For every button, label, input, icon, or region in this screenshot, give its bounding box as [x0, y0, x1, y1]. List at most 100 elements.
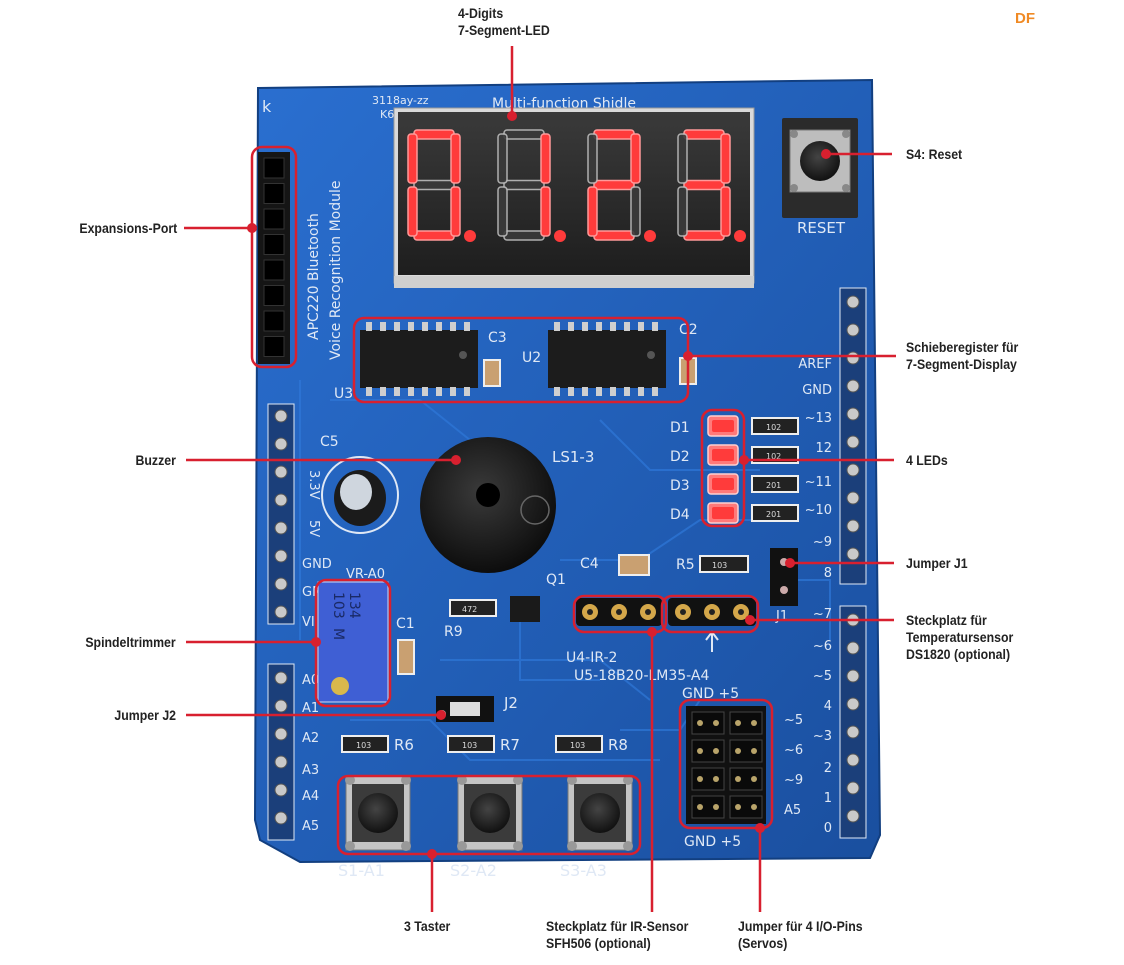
right-pin-label: ~3 — [813, 729, 832, 744]
pin — [846, 725, 860, 739]
expansion-port-header — [258, 152, 290, 364]
left-pin-label: A2 — [302, 731, 319, 746]
chip-pin — [450, 387, 456, 396]
chip-pin — [638, 387, 644, 396]
pin — [274, 605, 288, 619]
chip-pin — [652, 387, 658, 396]
label-jumper-j1: Jumper J1 — [906, 555, 968, 571]
resistor-code: 103 — [570, 741, 585, 750]
transistor-q1: Q1 472 R9 — [444, 572, 566, 640]
segment — [503, 230, 545, 241]
pin — [274, 521, 288, 535]
led-core — [712, 478, 734, 490]
svg-text:R9: R9 — [444, 624, 463, 640]
left-pin-label: 5V — [306, 520, 321, 537]
button-pin — [457, 841, 467, 851]
header-strip — [267, 403, 295, 625]
left-pin-label: GND — [302, 557, 332, 572]
pin — [846, 669, 860, 683]
resistor-code: 201 — [766, 481, 781, 490]
header-socket — [263, 285, 285, 306]
silk-module1: APC220 Bluetooth — [306, 213, 322, 340]
servo-jumper-block — [686, 706, 766, 824]
decimal-point — [464, 230, 476, 242]
pin — [846, 753, 860, 767]
right-pin-label: ~11 — [805, 475, 832, 490]
segment — [407, 186, 418, 237]
jumper-pin — [713, 804, 719, 810]
segment — [683, 230, 725, 241]
chip-pin — [380, 387, 386, 396]
button-label: S3-A3 — [560, 861, 607, 880]
resistor — [751, 504, 799, 522]
pin — [274, 783, 288, 797]
segment — [720, 133, 731, 184]
pin — [846, 295, 860, 309]
led-label: D4 — [670, 507, 690, 523]
pin — [846, 323, 860, 337]
led-label: D2 — [670, 449, 690, 465]
annotation-dots — [247, 111, 831, 859]
left-pin-label: A1 — [302, 701, 319, 716]
segment — [587, 133, 598, 184]
chip-pin — [436, 387, 442, 396]
button-label: S1-A1 — [338, 861, 385, 880]
header-socket — [263, 259, 285, 281]
brand-logo: DF — [1015, 10, 1035, 27]
jumper-j2-graphic: J2 — [436, 694, 518, 722]
led-core — [712, 507, 734, 519]
segment — [497, 186, 508, 237]
chip-pin — [422, 322, 428, 331]
reset-button-graphic: RESET — [782, 118, 858, 237]
jumper-pin — [751, 720, 757, 726]
segment — [503, 129, 545, 140]
svg-text:J1: J1 — [775, 609, 788, 624]
chip-pin — [596, 387, 602, 396]
seven-segment-display — [393, 107, 755, 288]
decimal-point — [644, 230, 656, 242]
segment — [413, 230, 455, 241]
svg-text:RESET: RESET — [797, 219, 846, 237]
segment — [497, 133, 508, 184]
resistor — [555, 735, 603, 753]
jumper-cap — [729, 711, 763, 735]
jumper-pin — [697, 804, 703, 810]
svg-text:M: M — [330, 628, 346, 640]
jumper-pin — [697, 748, 703, 754]
segment — [720, 186, 731, 237]
chip-pin — [394, 387, 400, 396]
button-cap — [470, 793, 510, 833]
trimmer-graphic: 134 103 M VR-A0 C1 — [317, 567, 415, 703]
chip-pin — [408, 387, 414, 396]
button-label: S2-A2 — [450, 861, 497, 880]
silk-u2: U2 — [522, 350, 541, 366]
segment — [593, 129, 635, 140]
button-cap — [358, 793, 398, 833]
chip-pin — [554, 322, 560, 331]
jumper-cap — [691, 739, 725, 763]
chip-pin — [366, 322, 372, 331]
button-pin — [457, 775, 467, 785]
chip-pin — [624, 322, 630, 331]
svg-text:472: 472 — [462, 605, 477, 614]
header-socket — [263, 157, 285, 179]
pin — [846, 781, 860, 795]
chip-pin — [408, 322, 414, 331]
chip-pin — [582, 322, 588, 331]
pin — [274, 755, 288, 769]
button-pin — [623, 775, 633, 785]
servo-pin-label: ~5 — [784, 713, 803, 728]
header-socket — [263, 310, 285, 332]
segment — [677, 133, 688, 184]
decimal-point — [554, 230, 566, 242]
header-strip — [839, 605, 867, 839]
silk-code1: 3118ay-zz — [372, 94, 429, 107]
button-pin — [401, 841, 411, 851]
label-trimmer: Spindeltrimmer — [85, 634, 176, 650]
segment — [630, 186, 641, 237]
